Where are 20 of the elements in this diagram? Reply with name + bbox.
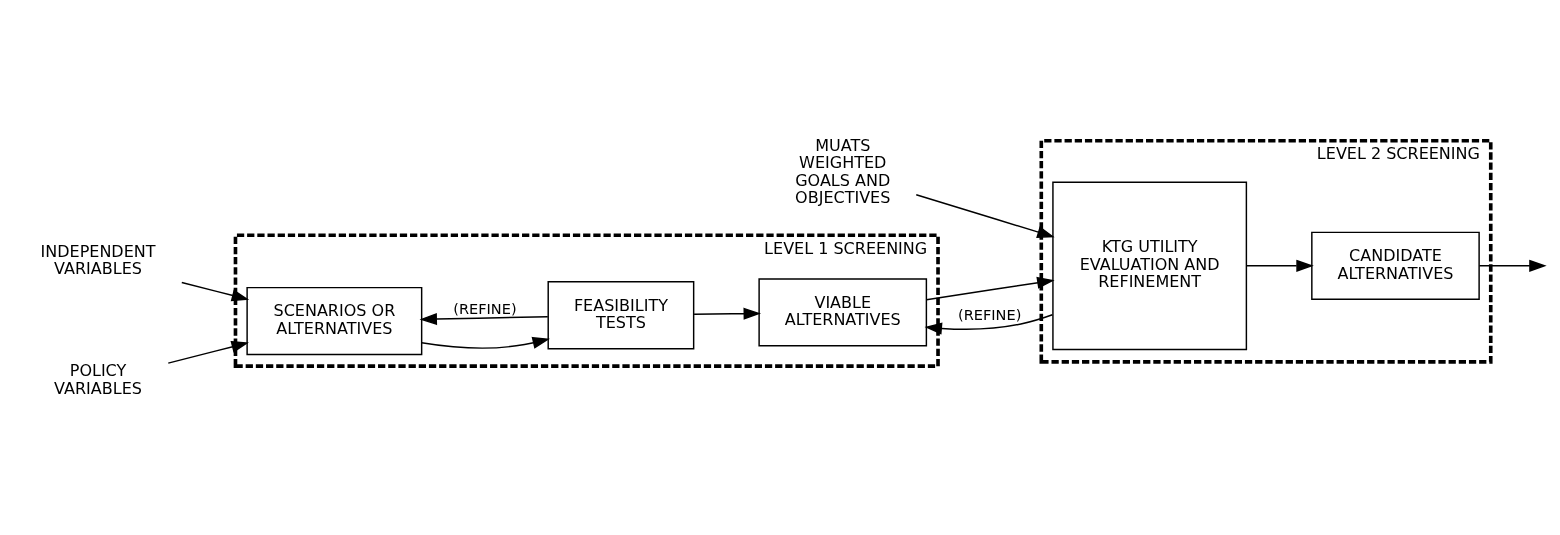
- arrow: [419, 312, 549, 325]
- edge-label: (REFINE): [453, 300, 517, 317]
- arrow: [925, 276, 1055, 300]
- node-text: INDEPENDENT VARIABLES: [40, 241, 156, 278]
- arrow: [181, 281, 250, 301]
- arrow: [915, 193, 1055, 238]
- arrow: [693, 307, 761, 320]
- node-text: POLICY VARIABLES: [54, 360, 142, 398]
- node-box: CANDIDATE ALTERNATIVES: [1311, 231, 1480, 300]
- node-box: SCENARIOS OR ALTERNATIVES: [246, 286, 423, 355]
- node-box: FEASIBILITY TESTS: [547, 280, 695, 349]
- edge-label: (REFINE): [958, 306, 1022, 323]
- node-box: VIABLE ALTERNATIVES: [758, 277, 928, 347]
- arrow: [1478, 259, 1547, 272]
- node-text: MUATS WEIGHTED GOALS AND OBJECTIVES: [795, 135, 891, 207]
- arrow: [924, 313, 1054, 335]
- arrow: [420, 336, 550, 349]
- node-box: KTG UTILITY EVALUATION AND REFINEMENT: [1052, 180, 1248, 350]
- arrow: [1245, 259, 1314, 272]
- arrow: [167, 340, 249, 364]
